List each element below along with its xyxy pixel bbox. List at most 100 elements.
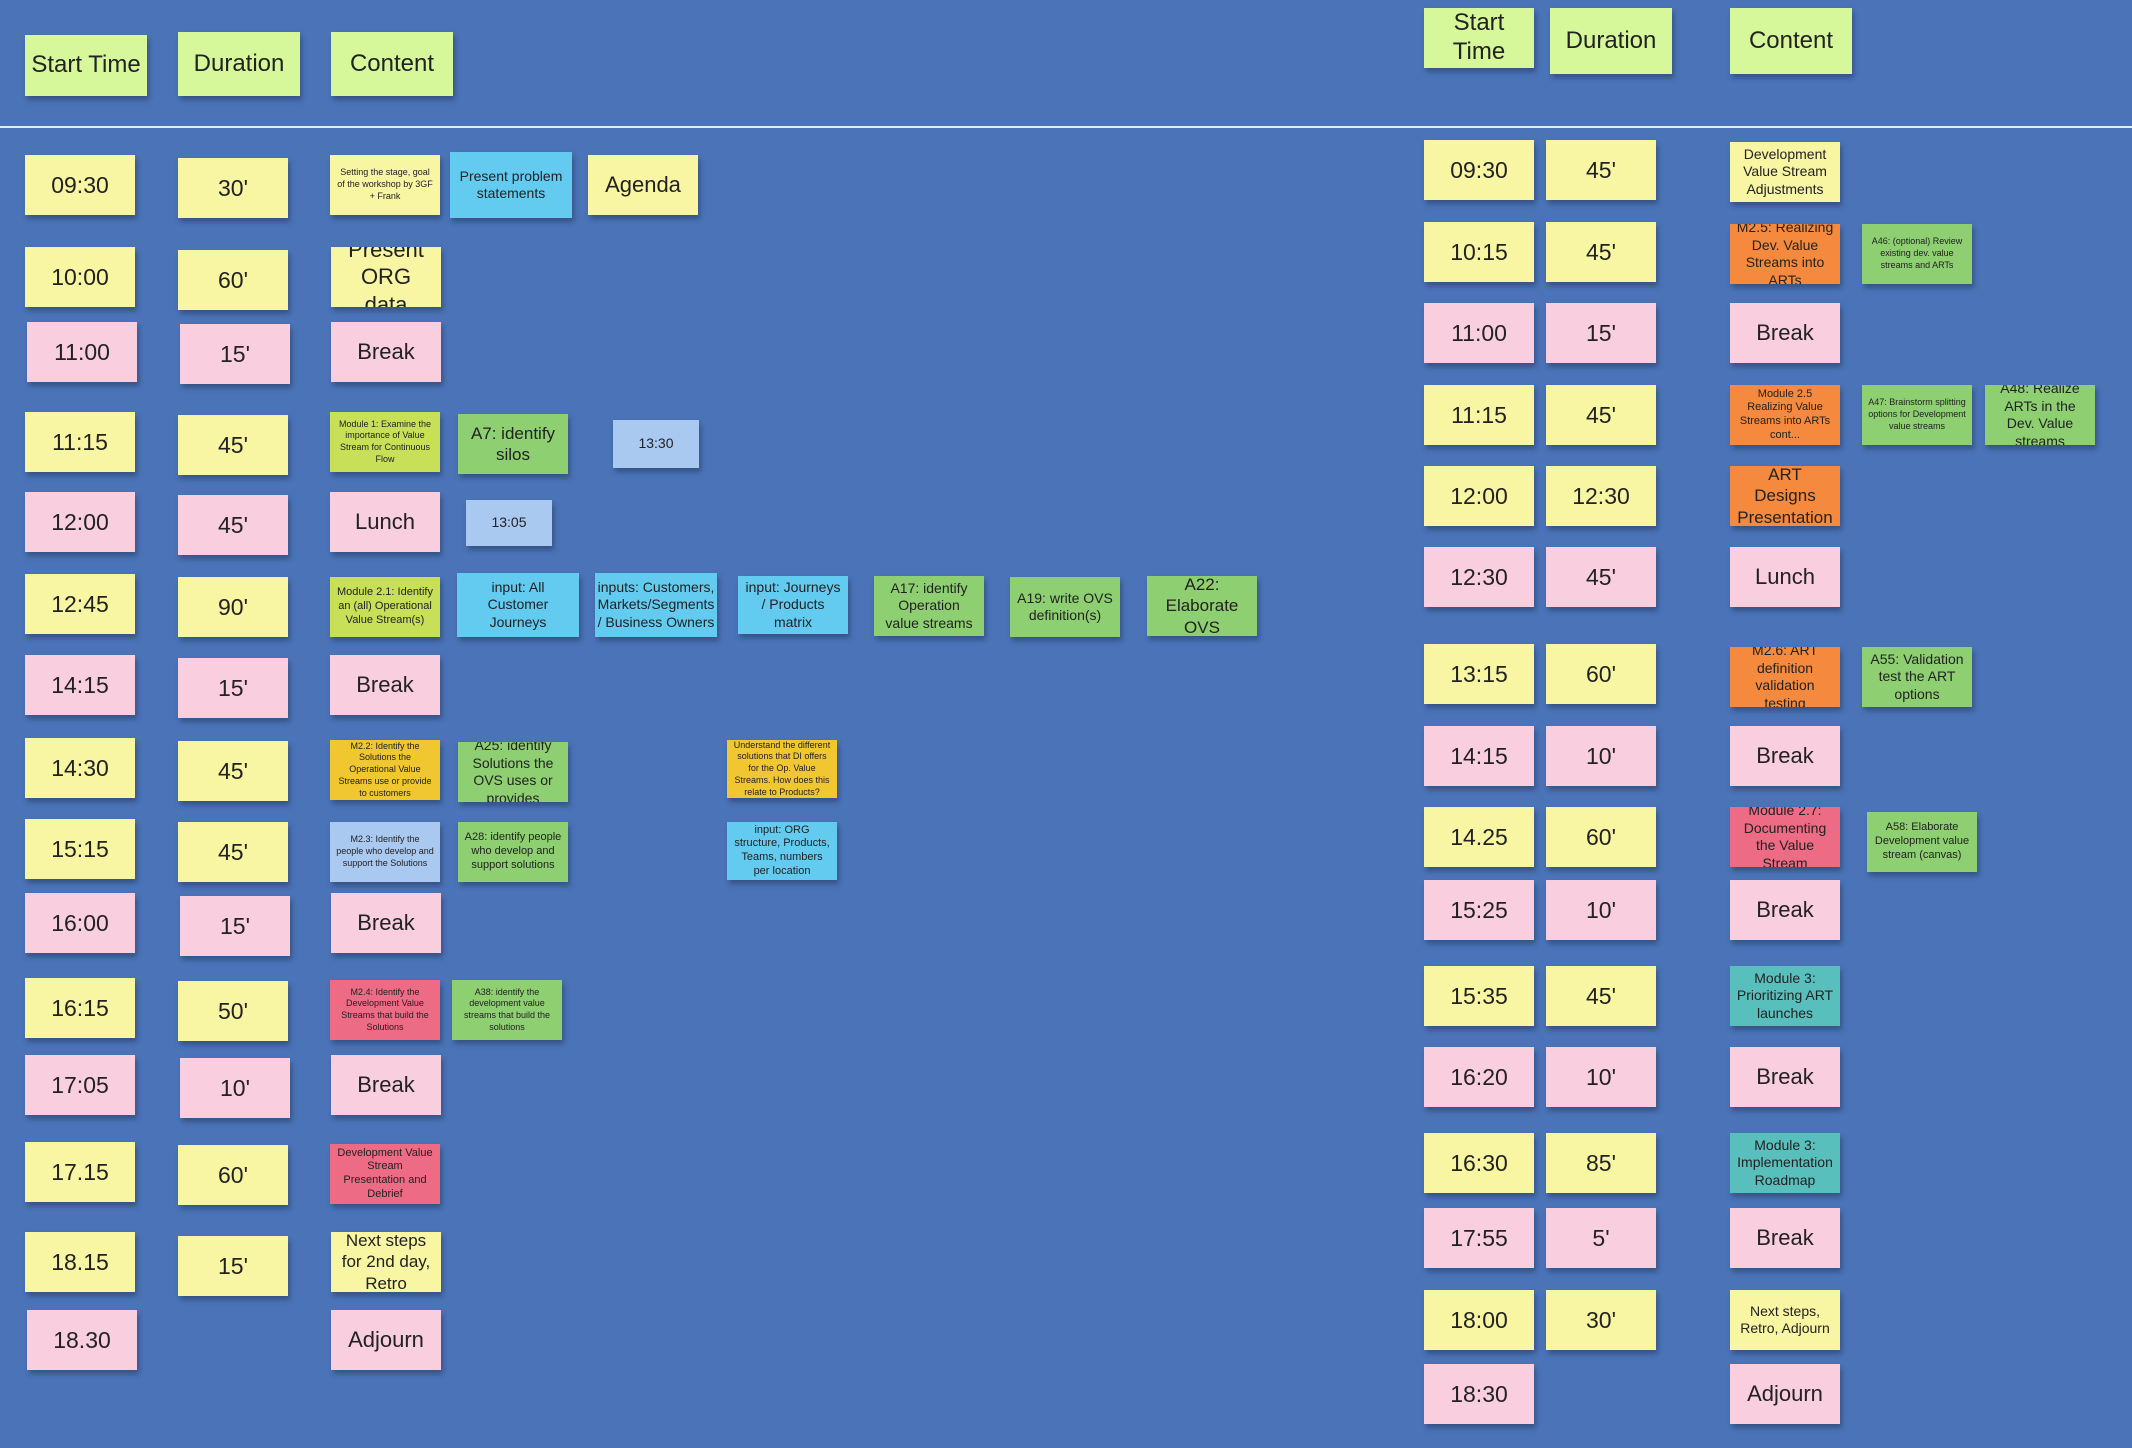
day2-duration-1[interactable]: 45' bbox=[1546, 222, 1656, 282]
day1-content-14[interactable]: Adjourn bbox=[331, 1310, 441, 1370]
day1-time-11[interactable]: 17:05 bbox=[25, 1055, 135, 1115]
note-a19[interactable]: A19: write OVS definition(s) bbox=[1010, 577, 1120, 637]
day1-content-2[interactable]: Break bbox=[331, 322, 441, 382]
day1-content-12[interactable]: Development Value Stream Presentation an… bbox=[330, 1144, 440, 1204]
day2-duration-7[interactable]: 10' bbox=[1546, 726, 1656, 786]
note-a55[interactable]: A55: Validation test the ART options bbox=[1862, 647, 1972, 707]
day2-duration-13[interactable]: 5' bbox=[1546, 1208, 1656, 1268]
day1-content-1[interactable]: Present ORG data bbox=[331, 247, 441, 307]
day1-time-5[interactable]: 12:45 bbox=[25, 574, 135, 634]
day2-time-12[interactable]: 16:30 bbox=[1424, 1133, 1534, 1193]
day1-duration-13[interactable]: 15' bbox=[178, 1236, 288, 1296]
note-a17[interactable]: A17: identify Operation value streams bbox=[874, 576, 984, 636]
day1-duration-10[interactable]: 50' bbox=[178, 981, 288, 1041]
day1-duration-8[interactable]: 45' bbox=[178, 822, 288, 882]
day1-duration-0[interactable]: 30' bbox=[178, 158, 288, 218]
day1-time-12[interactable]: 17.15 bbox=[25, 1142, 135, 1202]
day1-content-5[interactable]: Module 2.1: Identify an (all) Operationa… bbox=[330, 577, 440, 637]
day2-content-13[interactable]: Break bbox=[1730, 1208, 1840, 1268]
day2-time-11[interactable]: 16:20 bbox=[1424, 1047, 1534, 1107]
note-a25[interactable]: A25: identify Solutions the OVS uses or … bbox=[458, 742, 568, 802]
day2-time-14[interactable]: 18:00 bbox=[1424, 1290, 1534, 1350]
day1-duration-7[interactable]: 45' bbox=[178, 741, 288, 801]
note-a22[interactable]: A22: Elaborate OVS bbox=[1147, 576, 1257, 636]
day1-time-14[interactable]: 18.30 bbox=[27, 1310, 137, 1370]
day1-time-2[interactable]: 11:00 bbox=[27, 322, 137, 382]
day2-content-1[interactable]: M2.5: Realizing Dev. Value Streams into … bbox=[1730, 224, 1840, 284]
day1-duration-2[interactable]: 15' bbox=[180, 324, 290, 384]
day2-time-1[interactable]: 10:15 bbox=[1424, 222, 1534, 282]
day2-duration-14[interactable]: 30' bbox=[1546, 1290, 1656, 1350]
day1-content-0[interactable]: Setting the stage, goal of the workshop … bbox=[330, 155, 440, 215]
day1-time-0[interactable]: 09:30 bbox=[25, 155, 135, 215]
day1-time-1[interactable]: 10:00 bbox=[25, 247, 135, 307]
day1-content-13[interactable]: Next steps for 2nd day, Retro bbox=[331, 1232, 441, 1292]
note-agenda[interactable]: Agenda bbox=[588, 155, 698, 215]
day1-time-7[interactable]: 14:30 bbox=[25, 738, 135, 798]
note-a28[interactable]: A28: identify people who develop and sup… bbox=[458, 822, 568, 882]
day2-time-8[interactable]: 14.25 bbox=[1424, 807, 1534, 867]
day1-duration-3[interactable]: 45' bbox=[178, 415, 288, 475]
note-input-org[interactable]: input: ORG structure, Products, Teams, n… bbox=[727, 822, 837, 880]
day1-time-6[interactable]: 14:15 bbox=[25, 655, 135, 715]
day1-content-8[interactable]: M2.3: Identify the people who develop an… bbox=[330, 822, 440, 882]
day1-duration-6[interactable]: 15' bbox=[178, 658, 288, 718]
day2-time-2[interactable]: 11:00 bbox=[1424, 303, 1534, 363]
day1-time-3[interactable]: 11:15 bbox=[25, 412, 135, 472]
day2-time-9[interactable]: 15:25 bbox=[1424, 880, 1534, 940]
day2-content-11[interactable]: Break bbox=[1730, 1047, 1840, 1107]
day2-duration-9[interactable]: 10' bbox=[1546, 880, 1656, 940]
day2-content-5[interactable]: Lunch bbox=[1730, 547, 1840, 607]
day2-time-5[interactable]: 12:30 bbox=[1424, 547, 1534, 607]
day2-time-7[interactable]: 14:15 bbox=[1424, 726, 1534, 786]
day1-time-10[interactable]: 16:15 bbox=[25, 978, 135, 1038]
day2-duration-3[interactable]: 45' bbox=[1546, 385, 1656, 445]
day1-time-9[interactable]: 16:00 bbox=[25, 893, 135, 953]
note-a38[interactable]: A38: identify the development value stre… bbox=[452, 980, 562, 1040]
day1-content-7[interactable]: M2.2: Identify the Solutions the Operati… bbox=[330, 740, 440, 800]
note-inputs-customers[interactable]: inputs: Customers, Markets/Segments / Bu… bbox=[595, 573, 717, 637]
note-a47[interactable]: A47: Brainstorm splitting options for De… bbox=[1862, 385, 1972, 445]
day2-content-9[interactable]: Break bbox=[1730, 880, 1840, 940]
day2-duration-8[interactable]: 60' bbox=[1546, 807, 1656, 867]
day1-content-6[interactable]: Break bbox=[330, 655, 440, 715]
day2-content-8[interactable]: Module 2.7: Documenting the Value Stream bbox=[1730, 807, 1840, 867]
day1-duration-5[interactable]: 90' bbox=[178, 577, 288, 637]
day1-content-11[interactable]: Break bbox=[331, 1055, 441, 1115]
note-a46[interactable]: A46: (optional) Review existing dev. val… bbox=[1862, 224, 1972, 284]
day2-duration-4[interactable]: 12:30 bbox=[1546, 466, 1656, 526]
day2-content-7[interactable]: Break bbox=[1730, 726, 1840, 786]
note-input-customer-journeys[interactable]: input: All Customer Journeys bbox=[457, 573, 579, 637]
day2-header-start-time[interactable]: Start Time bbox=[1424, 8, 1534, 68]
day2-content-6[interactable]: M2.6: ART definition validation testing bbox=[1730, 647, 1840, 707]
day2-duration-12[interactable]: 85' bbox=[1546, 1133, 1656, 1193]
day2-header-content[interactable]: Content bbox=[1730, 8, 1852, 74]
day2-time-0[interactable]: 09:30 bbox=[1424, 140, 1534, 200]
day2-time-4[interactable]: 12:00 bbox=[1424, 466, 1534, 526]
day2-duration-2[interactable]: 15' bbox=[1546, 303, 1656, 363]
day1-content-10[interactable]: M2.4: Identify the Development Value Str… bbox=[330, 980, 440, 1040]
day2-content-14[interactable]: Next steps, Retro, Adjourn bbox=[1730, 1290, 1840, 1350]
day2-duration-6[interactable]: 60' bbox=[1546, 644, 1656, 704]
note-understand[interactable]: Understand the different solutions that … bbox=[727, 740, 837, 798]
day1-header-content[interactable]: Content bbox=[331, 32, 453, 96]
day1-duration-1[interactable]: 60' bbox=[178, 250, 288, 310]
day2-content-4[interactable]: ART Designs Presentation bbox=[1730, 466, 1840, 526]
day2-duration-0[interactable]: 45' bbox=[1546, 140, 1656, 200]
day1-time-4[interactable]: 12:00 bbox=[25, 492, 135, 552]
day1-duration-9[interactable]: 15' bbox=[180, 896, 290, 956]
note-1305[interactable]: 13:05 bbox=[466, 500, 552, 546]
day2-time-3[interactable]: 11:15 bbox=[1424, 385, 1534, 445]
day2-time-6[interactable]: 13:15 bbox=[1424, 644, 1534, 704]
note-a7[interactable]: A7: identify silos bbox=[458, 414, 568, 474]
day2-duration-11[interactable]: 10' bbox=[1546, 1047, 1656, 1107]
day2-content-2[interactable]: Break bbox=[1730, 303, 1840, 363]
day2-duration-10[interactable]: 45' bbox=[1546, 966, 1656, 1026]
day2-content-15[interactable]: Adjourn bbox=[1730, 1364, 1840, 1424]
note-a58[interactable]: A58: Elaborate Development value stream … bbox=[1867, 812, 1977, 872]
day2-content-10[interactable]: Module 3: Prioritizing ART launches bbox=[1730, 966, 1840, 1026]
day1-duration-4[interactable]: 45' bbox=[178, 495, 288, 555]
day1-header-start-time[interactable]: Start Time bbox=[25, 35, 147, 96]
day1-content-9[interactable]: Break bbox=[331, 893, 441, 953]
day1-time-8[interactable]: 15:15 bbox=[25, 819, 135, 879]
